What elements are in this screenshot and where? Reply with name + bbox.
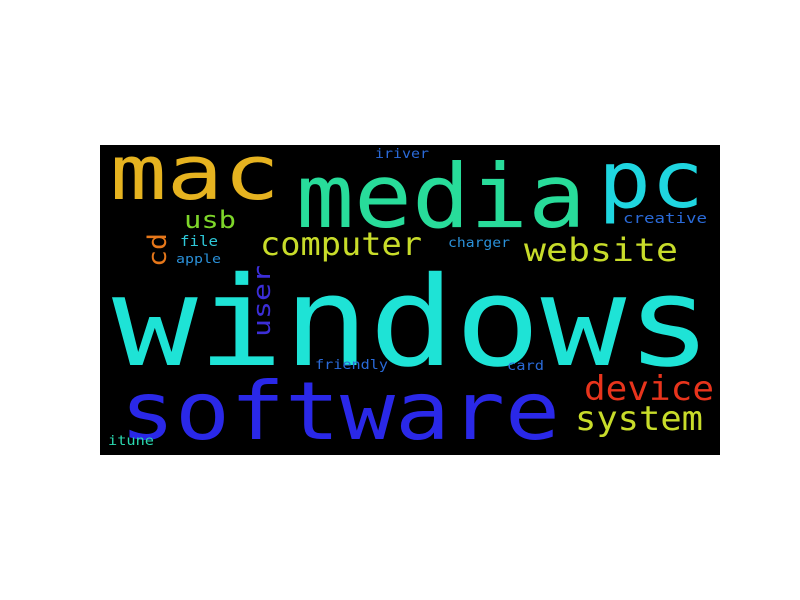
word-iriver: iriver [375, 147, 429, 162]
word-mac: mac [110, 145, 280, 217]
word-computer: computer [260, 225, 422, 263]
word-device: device [584, 369, 714, 409]
word-card: card [507, 359, 544, 374]
word-pc: pc [598, 145, 704, 226]
word-usb: usb [184, 206, 236, 234]
word-user: user [248, 265, 276, 337]
word-media: media [296, 145, 586, 248]
word-apple: apple [176, 252, 221, 266]
word-itune: itune [108, 434, 154, 449]
word-software: software [120, 365, 560, 455]
word-website: website [524, 231, 678, 269]
word-file: file [180, 234, 218, 250]
word-cloud: windows media software pc mac computer w… [100, 145, 720, 455]
word-cloud-background [100, 145, 720, 455]
word-cd: cd [143, 233, 173, 267]
word-windows: windows [112, 251, 712, 395]
word-charger: charger [448, 236, 510, 251]
word-creative: creative [623, 211, 707, 227]
word-cloud-canvas: windows media software pc mac computer w… [100, 145, 720, 455]
word-friendly: friendly [315, 358, 388, 373]
word-system: system [575, 399, 703, 439]
